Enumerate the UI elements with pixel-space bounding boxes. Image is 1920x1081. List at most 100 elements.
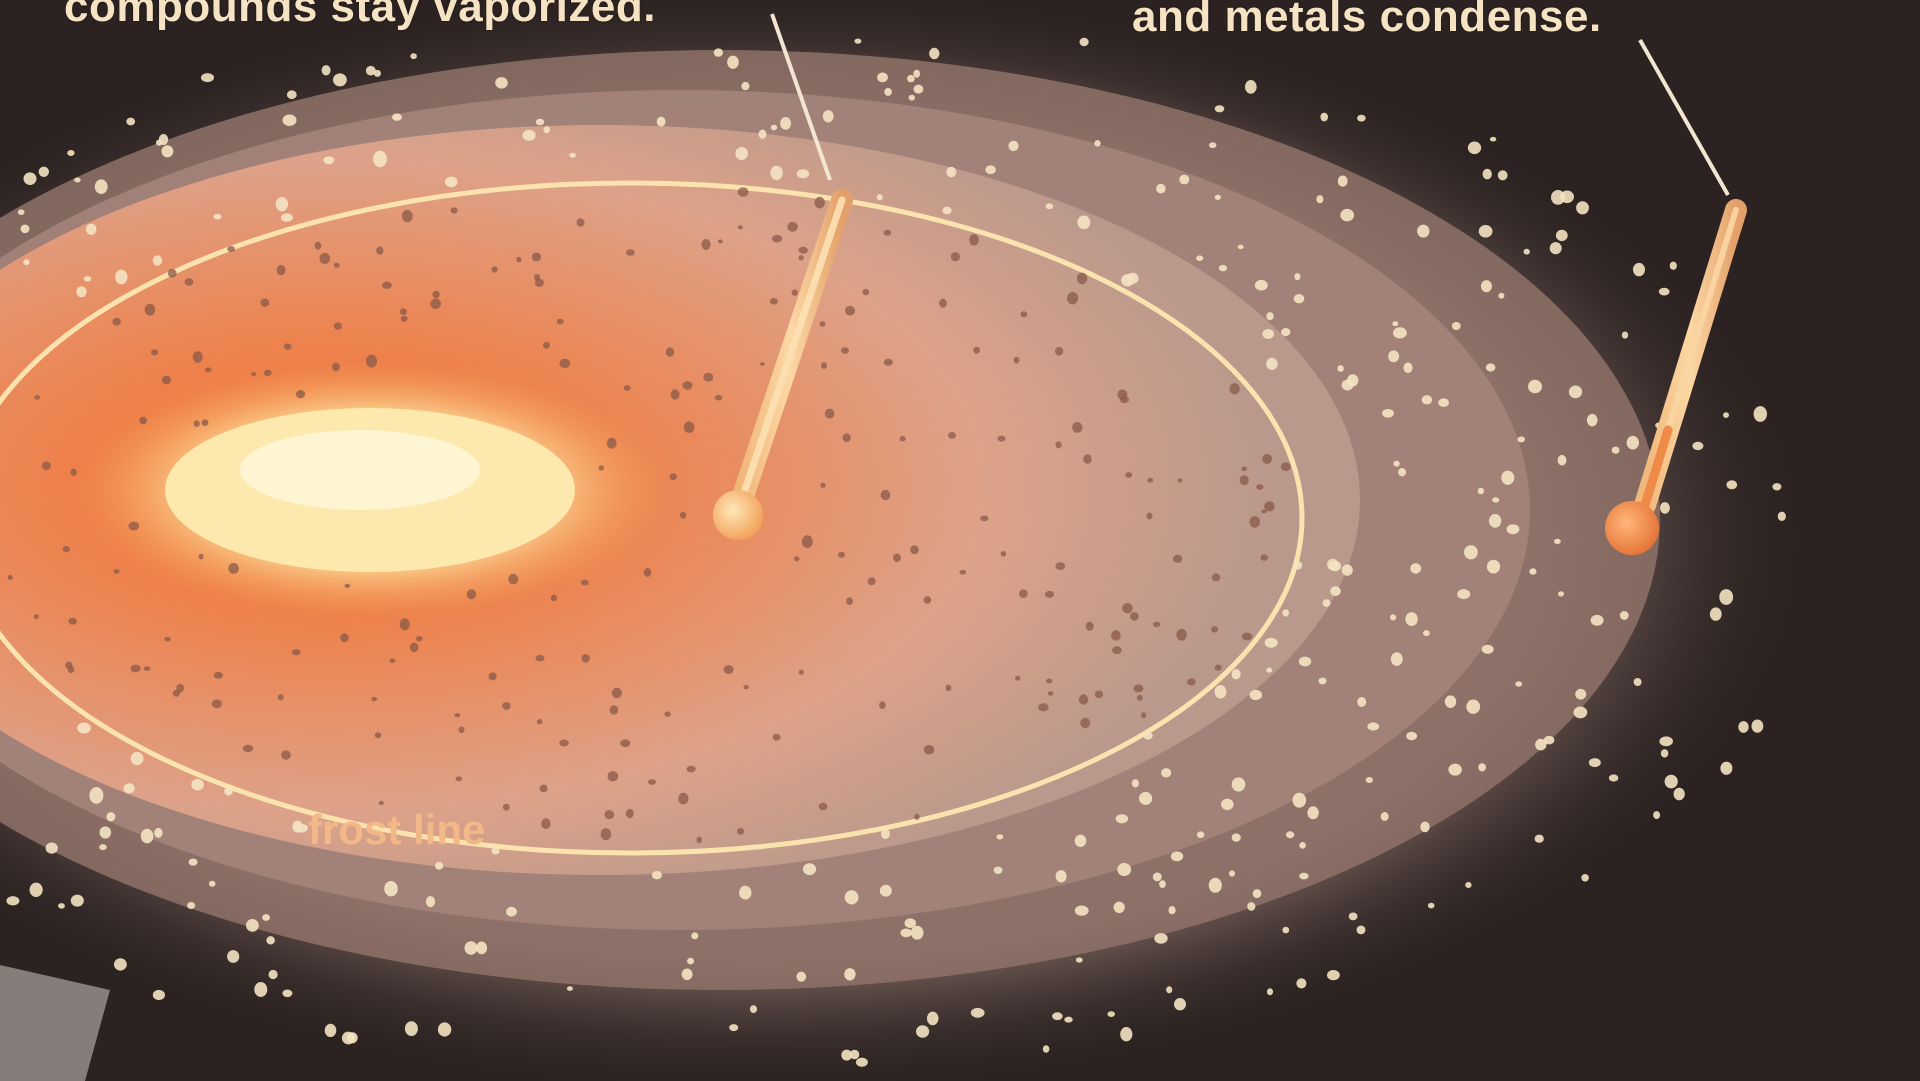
ice-grain bbox=[1535, 739, 1546, 751]
ice-grain bbox=[914, 85, 924, 94]
rock-metal-grain bbox=[1048, 691, 1054, 695]
rock-metal-grain bbox=[815, 197, 825, 209]
ice-grain bbox=[729, 1024, 738, 1031]
ice-grain bbox=[1653, 811, 1660, 819]
ice-grain bbox=[1043, 1045, 1050, 1052]
ice-grain bbox=[797, 169, 810, 178]
rock-metal-grain bbox=[540, 785, 548, 793]
rock-metal-grain bbox=[1015, 676, 1020, 681]
ice-grain bbox=[905, 918, 917, 928]
rock-metal-grain bbox=[1055, 441, 1061, 448]
rock-metal-grain bbox=[608, 771, 619, 781]
ice-grain bbox=[823, 110, 834, 122]
ice-grain bbox=[739, 886, 751, 900]
ice-grain bbox=[23, 259, 29, 265]
ice-grain bbox=[435, 862, 443, 870]
ice-grain bbox=[797, 972, 807, 982]
ice-grain bbox=[1320, 113, 1328, 122]
rock-metal-grain bbox=[715, 395, 722, 401]
rock-metal-grain bbox=[792, 289, 798, 295]
rock-metal-grain bbox=[678, 793, 688, 805]
ice-grain bbox=[735, 147, 748, 160]
ice-grain bbox=[99, 844, 107, 850]
rock-metal-grain bbox=[508, 574, 518, 585]
rock-metal-grain bbox=[1242, 633, 1253, 641]
ice-grain bbox=[1366, 777, 1373, 783]
ice-grain bbox=[1266, 358, 1278, 370]
rock-metal-grain bbox=[34, 614, 39, 619]
ice-grain bbox=[476, 942, 487, 955]
ice-grain bbox=[741, 82, 749, 90]
rock-metal-grain bbox=[1122, 603, 1133, 613]
rock-metal-grain bbox=[334, 263, 340, 268]
ice-grain bbox=[1219, 265, 1227, 271]
ice-grain bbox=[1357, 697, 1366, 707]
rock-metal-grain bbox=[684, 421, 695, 433]
rock-metal-grain bbox=[1045, 591, 1054, 598]
ice-grain bbox=[426, 896, 435, 907]
ice-grain bbox=[126, 118, 135, 126]
ice-grain bbox=[1342, 564, 1353, 575]
rock-metal-grain bbox=[737, 828, 744, 835]
rock-metal-grain bbox=[277, 265, 286, 275]
rock-metal-grain bbox=[334, 322, 342, 329]
rock-metal-grain bbox=[969, 234, 979, 245]
ice-grain bbox=[492, 848, 500, 855]
ice-grain bbox=[187, 902, 195, 909]
ice-grain bbox=[77, 723, 91, 734]
rock-metal-grain bbox=[536, 655, 545, 661]
rock-metal-grain bbox=[1130, 612, 1139, 621]
ice-grain bbox=[1517, 436, 1525, 442]
rock-metal-grain bbox=[939, 299, 947, 308]
ice-grain bbox=[84, 276, 92, 281]
ice-grain bbox=[803, 863, 816, 875]
rock-metal-grain bbox=[1014, 357, 1020, 364]
rock-metal-grain bbox=[389, 659, 395, 663]
ice-grain bbox=[1075, 906, 1089, 916]
rock-metal-grain bbox=[1111, 630, 1121, 640]
ice-grain bbox=[1338, 176, 1348, 187]
rock-metal-grain bbox=[1256, 484, 1263, 490]
rock-metal-grain bbox=[400, 308, 407, 315]
ice-grain bbox=[224, 787, 233, 796]
ice-grain bbox=[1620, 611, 1629, 620]
ice-grain bbox=[1478, 763, 1486, 771]
ice-grain bbox=[1174, 998, 1186, 1010]
rock-metal-grain bbox=[145, 304, 156, 316]
rock-metal-grain bbox=[559, 359, 570, 368]
ice-grain bbox=[209, 881, 216, 887]
ice-grain bbox=[687, 958, 694, 965]
ice-grain bbox=[1661, 749, 1669, 757]
ice-grain bbox=[1726, 480, 1737, 489]
ice-grain bbox=[1294, 294, 1305, 303]
ice-grain bbox=[269, 970, 278, 979]
ice-grain bbox=[262, 914, 270, 921]
ice-grain bbox=[1215, 105, 1225, 112]
ice-grain bbox=[1393, 327, 1407, 338]
rock-metal-grain bbox=[320, 253, 331, 264]
rock-metal-grain bbox=[601, 828, 612, 840]
ice-grain bbox=[913, 70, 920, 78]
ice-grain bbox=[1316, 195, 1323, 203]
rock-metal-grain bbox=[1019, 589, 1028, 598]
ice-grain bbox=[1080, 38, 1089, 46]
ice-grain bbox=[323, 156, 334, 164]
rock-metal-grain bbox=[1261, 510, 1266, 514]
rock-metal-grain bbox=[787, 222, 798, 232]
ice-grain bbox=[1719, 589, 1733, 605]
rock-metal-grain bbox=[951, 252, 960, 261]
ice-grain bbox=[1498, 170, 1508, 180]
ice-grain bbox=[770, 166, 782, 180]
ice-grain bbox=[1660, 502, 1670, 514]
rock-metal-grain bbox=[620, 739, 630, 747]
ice-grain bbox=[657, 117, 666, 127]
ice-grain bbox=[1367, 722, 1379, 730]
ice-grain bbox=[1670, 262, 1677, 270]
ice-grain bbox=[1403, 363, 1412, 374]
ice-grain bbox=[1262, 329, 1274, 339]
rock-metal-grain bbox=[820, 483, 825, 488]
ice-grain bbox=[1382, 409, 1394, 418]
rock-metal-grain bbox=[541, 818, 550, 829]
ice-grain bbox=[410, 53, 417, 59]
ice-grain bbox=[1507, 524, 1520, 534]
